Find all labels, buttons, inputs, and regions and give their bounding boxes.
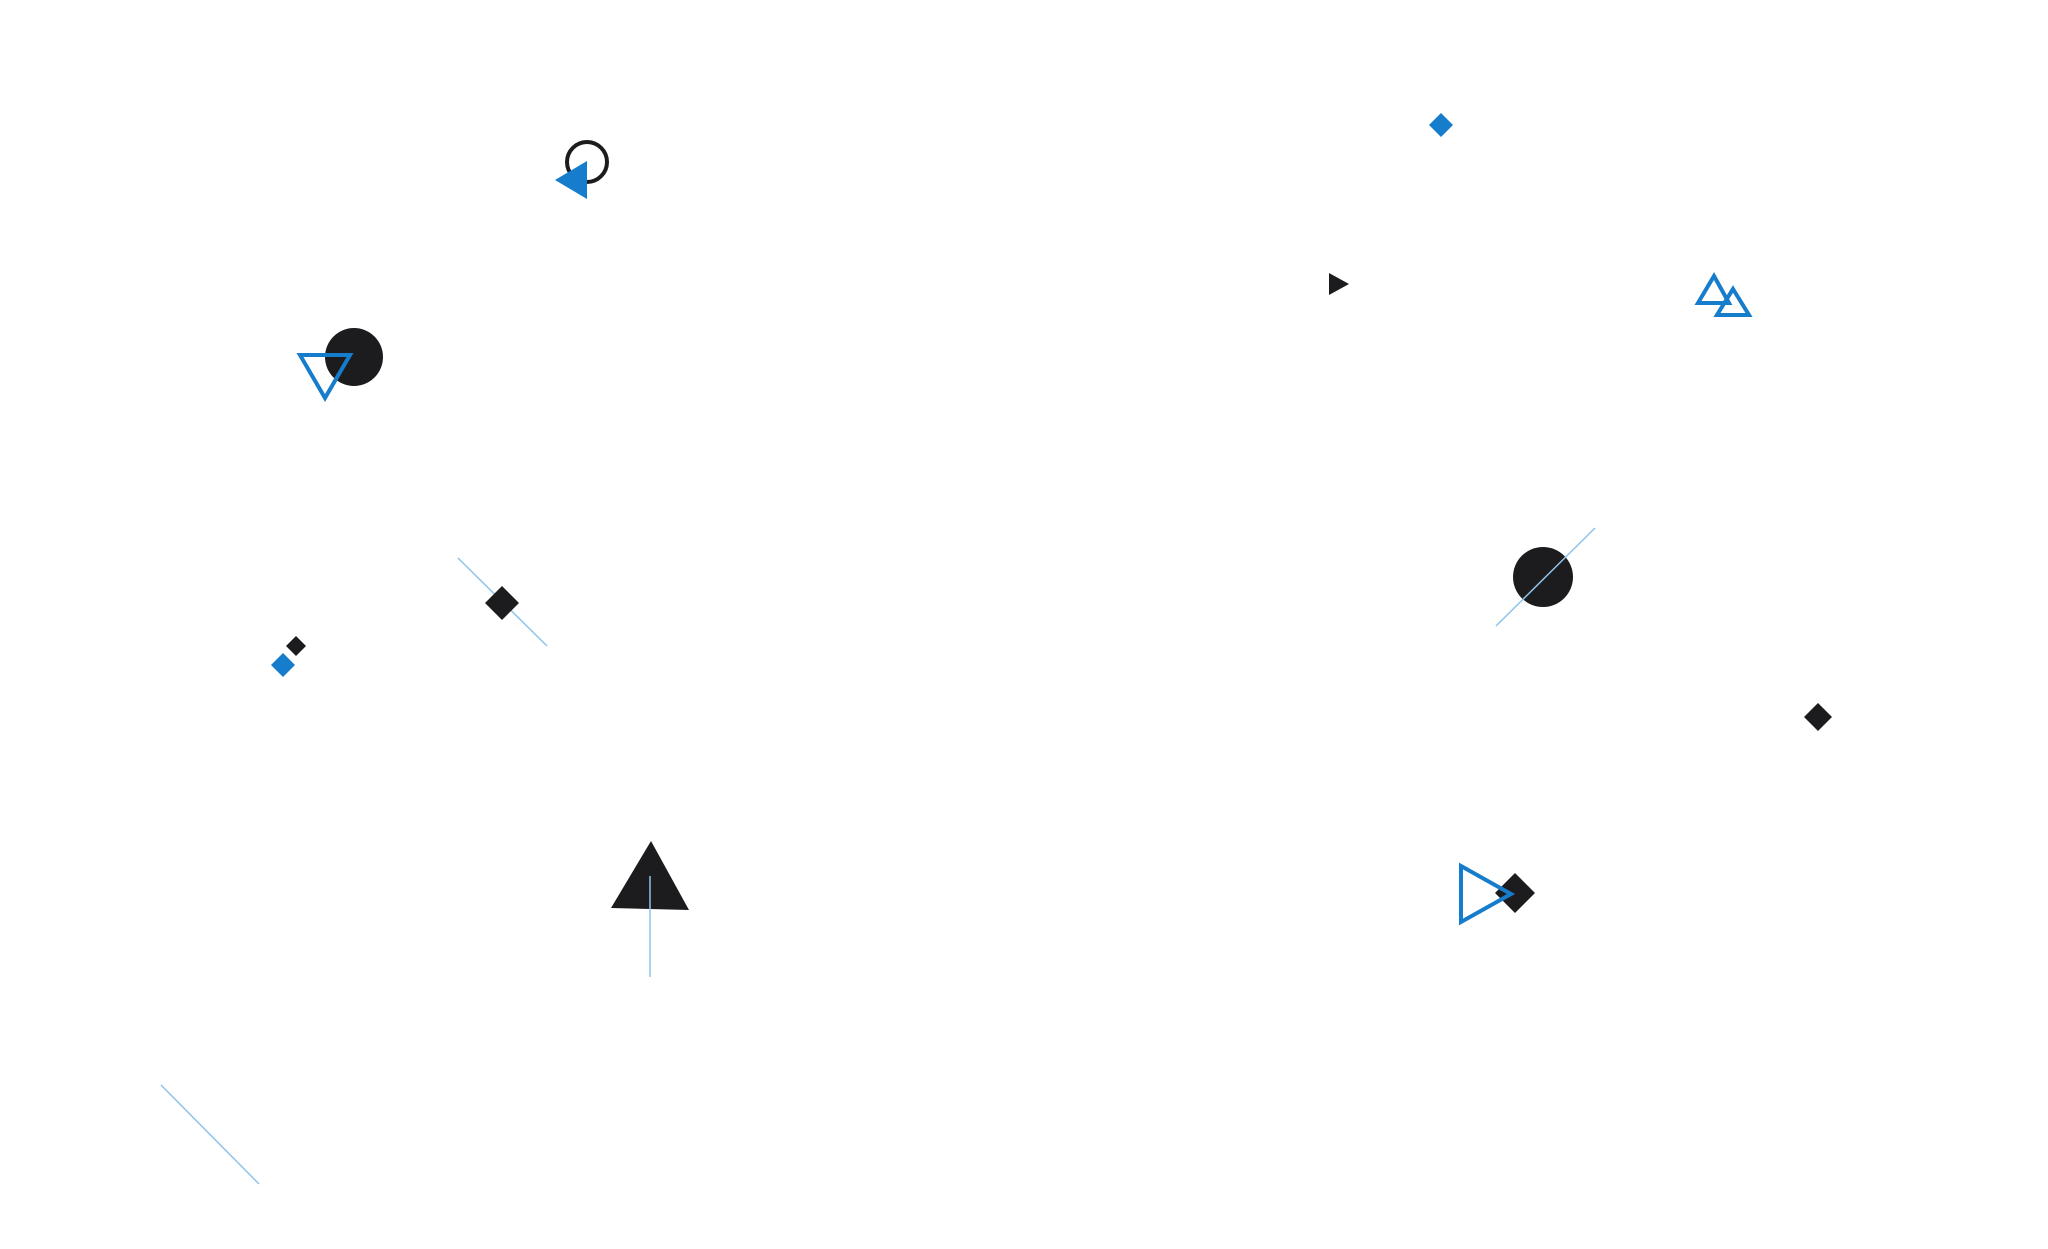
line-icon (1495, 527, 1596, 627)
diamond-icon (1495, 873, 1535, 913)
triangle-left-icon (555, 161, 587, 199)
triangle-up-outline-icon (1713, 285, 1753, 317)
line-icon (160, 1084, 260, 1185)
diamond-icon (271, 653, 295, 677)
diamond-icon (286, 636, 306, 656)
triangle-right-icon (1329, 273, 1349, 295)
diamond-icon (1429, 113, 1453, 137)
triangle-up-icon (611, 841, 689, 910)
triangle-down-outline-icon (296, 353, 354, 402)
triangle-right-outline-icon (1459, 862, 1516, 926)
triangle-up-outline-icon (1694, 271, 1733, 305)
diamond-icon (1804, 703, 1832, 731)
circle-filled-icon (1513, 547, 1573, 607)
diamond-icon (485, 586, 519, 620)
